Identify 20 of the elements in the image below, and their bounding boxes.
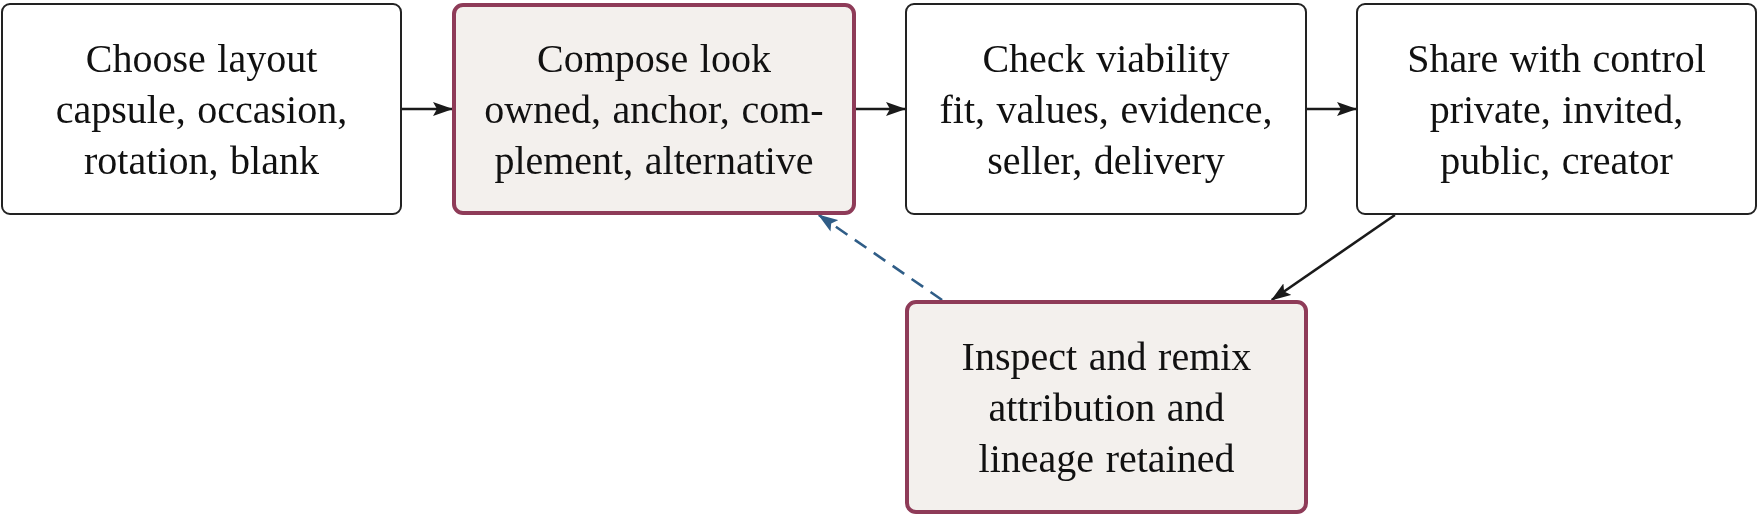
step-title: Choose layout: [85, 34, 318, 83]
step-title: Check viability: [982, 34, 1230, 83]
step-details: owned, anchor, com- plement, alternative: [483, 85, 825, 185]
step-title: Compose look: [537, 34, 771, 83]
arrow: [856, 102, 906, 116]
step-details: attribution and lineage retained: [977, 383, 1236, 483]
dashed-arrow: [818, 213, 943, 302]
step-title: Share with control: [1407, 34, 1706, 83]
process-box: [452, 3, 856, 215]
step-details: private, invited, public, creator: [1428, 85, 1685, 185]
process-box: [905, 3, 1307, 215]
arrow: [402, 102, 453, 116]
step-details: capsule, occasion, rotation, blank: [54, 85, 349, 185]
process-box: [1356, 3, 1757, 215]
step-details: fit, values, evidence, seller, delivery: [938, 85, 1274, 185]
step-title: Inspect and remix: [961, 332, 1252, 381]
process-box: [905, 300, 1308, 514]
arrow: [1270, 213, 1396, 302]
process-box: [1, 3, 402, 215]
arrow: [1307, 102, 1357, 116]
